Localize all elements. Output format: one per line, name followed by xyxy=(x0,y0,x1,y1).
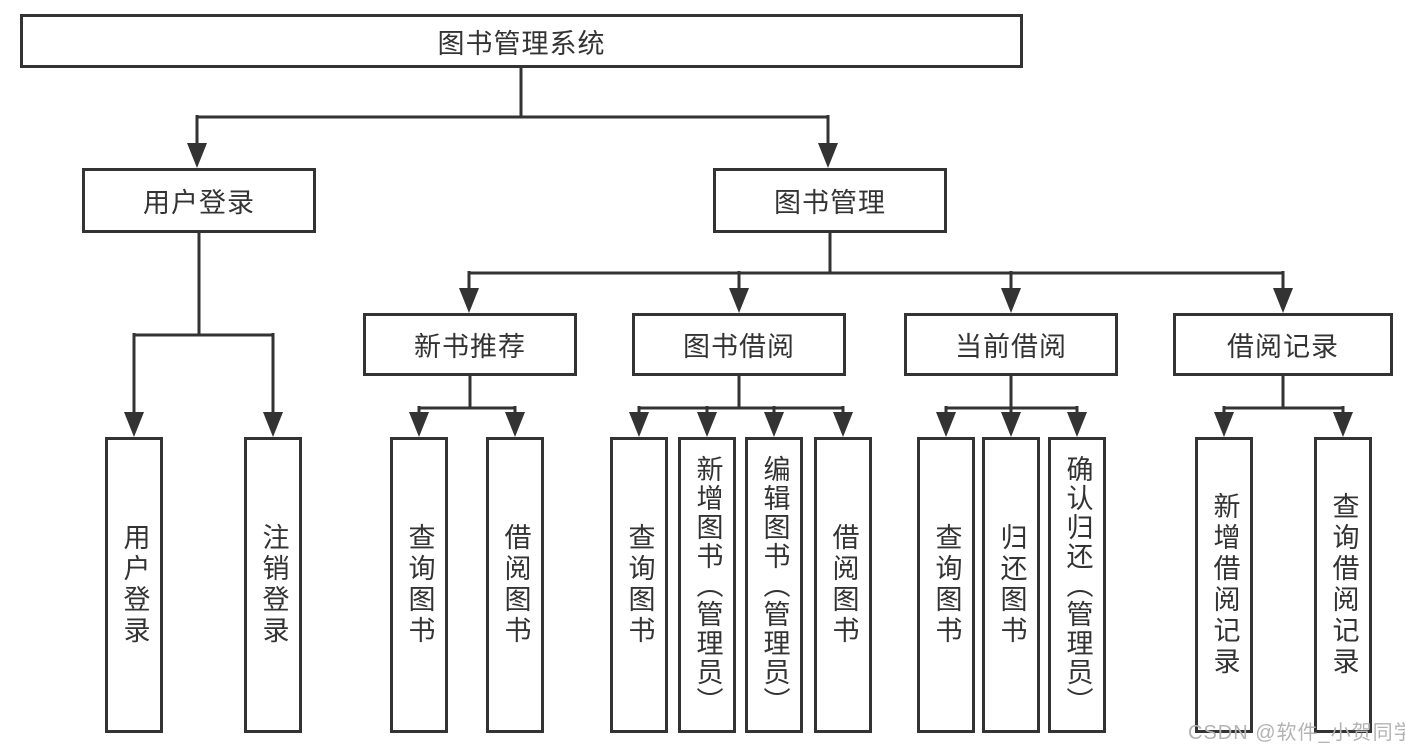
arrowhead-icon xyxy=(818,143,838,168)
csdn-watermark: CSDN @软件_小贺同学 xyxy=(1188,722,1405,744)
leaf-node-search-books-recommend: 查询图书 xyxy=(390,437,448,733)
node-user-login: 用户登录 xyxy=(82,168,316,233)
leaf-label: 注销登录 xyxy=(258,523,289,647)
leaf-node-logout: 注销登录 xyxy=(244,437,302,733)
leaf-label: 编辑图书（管理员） xyxy=(759,454,790,716)
node-label: 新书推荐 xyxy=(414,332,526,362)
arrowhead-icon xyxy=(1273,288,1293,313)
leaf-label: 新增借阅记录 xyxy=(1209,492,1240,678)
leaf-label: 查询图书 xyxy=(931,523,962,647)
arrowhead-icon xyxy=(697,412,717,437)
leaf-node-add-books-admin: 新增图书（管理员） xyxy=(678,437,736,733)
node-borrowing-records: 借阅记录 xyxy=(1173,313,1393,376)
arrowhead-icon xyxy=(409,412,429,437)
leaf-node-search-borrow-record: 查询借阅记录 xyxy=(1314,437,1372,733)
arrowhead-icon xyxy=(936,412,956,437)
leaf-label: 借阅图书 xyxy=(828,523,859,647)
leaf-node-search-books-current: 查询图书 xyxy=(917,437,975,733)
edge-current-branch xyxy=(944,376,1079,418)
arrowhead-icon xyxy=(1333,412,1353,437)
arrowhead-icon xyxy=(729,288,749,313)
leaf-label: 新增图书（管理员） xyxy=(692,454,723,716)
arrowhead-icon xyxy=(459,288,479,313)
leaf-node-return-books: 归还图书 xyxy=(982,437,1040,733)
edge-record-branch xyxy=(1222,376,1345,418)
edge-root-stem xyxy=(195,68,830,148)
arrowhead-icon xyxy=(124,412,144,437)
leaf-label: 查询图书 xyxy=(624,523,655,647)
leaf-node-borrow-books-borrowing: 借阅图书 xyxy=(814,437,872,733)
leaf-label: 归还图书 xyxy=(996,523,1027,647)
node-label: 图书借阅 xyxy=(683,332,795,362)
leaf-label: 借阅图书 xyxy=(500,523,531,647)
arrowhead-icon xyxy=(263,412,283,437)
node-book-management: 图书管理 xyxy=(713,168,947,233)
arrowhead-icon xyxy=(629,412,649,437)
arrowhead-icon xyxy=(833,412,853,437)
arrowhead-icon xyxy=(1214,412,1234,437)
arrowhead-icon xyxy=(1001,288,1021,313)
edge-borrow-branch xyxy=(637,376,845,418)
node-label: 用户登录 xyxy=(143,188,255,218)
arrowhead-icon xyxy=(505,412,525,437)
leaf-node-user-login: 用户登录 xyxy=(105,437,163,733)
leaf-node-edit-books-admin: 编辑图书（管理员） xyxy=(745,437,803,733)
leaf-label: 确认归还（管理员） xyxy=(1062,454,1093,716)
node-label: 当前借阅 xyxy=(955,332,1067,362)
leaf-node-confirm-return-admin: 确认归还（管理员） xyxy=(1048,437,1106,733)
leaf-node-search-books-borrowing: 查询图书 xyxy=(610,437,668,733)
leaf-label: 查询图书 xyxy=(404,523,435,647)
node-new-book-recommend: 新书推荐 xyxy=(363,313,577,376)
arrowhead-icon xyxy=(1001,412,1021,437)
leaf-node-borrow-books-recommend: 借阅图书 xyxy=(486,437,544,733)
node-book-borrowing: 图书借阅 xyxy=(632,313,846,376)
arrowheads xyxy=(124,143,1353,437)
leaf-node-add-borrow-record: 新增借阅记录 xyxy=(1195,437,1253,733)
node-label: 图书管理系统 xyxy=(437,28,606,59)
leaf-label: 查询借阅记录 xyxy=(1328,492,1359,678)
node-library-system: 图书管理系统 xyxy=(20,14,1023,68)
edge-userlogin-branch xyxy=(132,233,275,418)
node-current-borrowing: 当前借阅 xyxy=(904,313,1118,376)
node-label: 图书管理 xyxy=(774,188,886,218)
arrowhead-icon xyxy=(764,412,784,437)
arrowhead-icon xyxy=(187,143,207,168)
edge-newbook-branch xyxy=(417,376,517,418)
arrowhead-icon xyxy=(1067,412,1087,437)
connector-lines xyxy=(132,68,1345,418)
node-label: 借阅记录 xyxy=(1227,332,1339,362)
leaf-label: 用户登录 xyxy=(119,523,150,647)
edge-bookmgmt-branch xyxy=(467,233,1285,292)
